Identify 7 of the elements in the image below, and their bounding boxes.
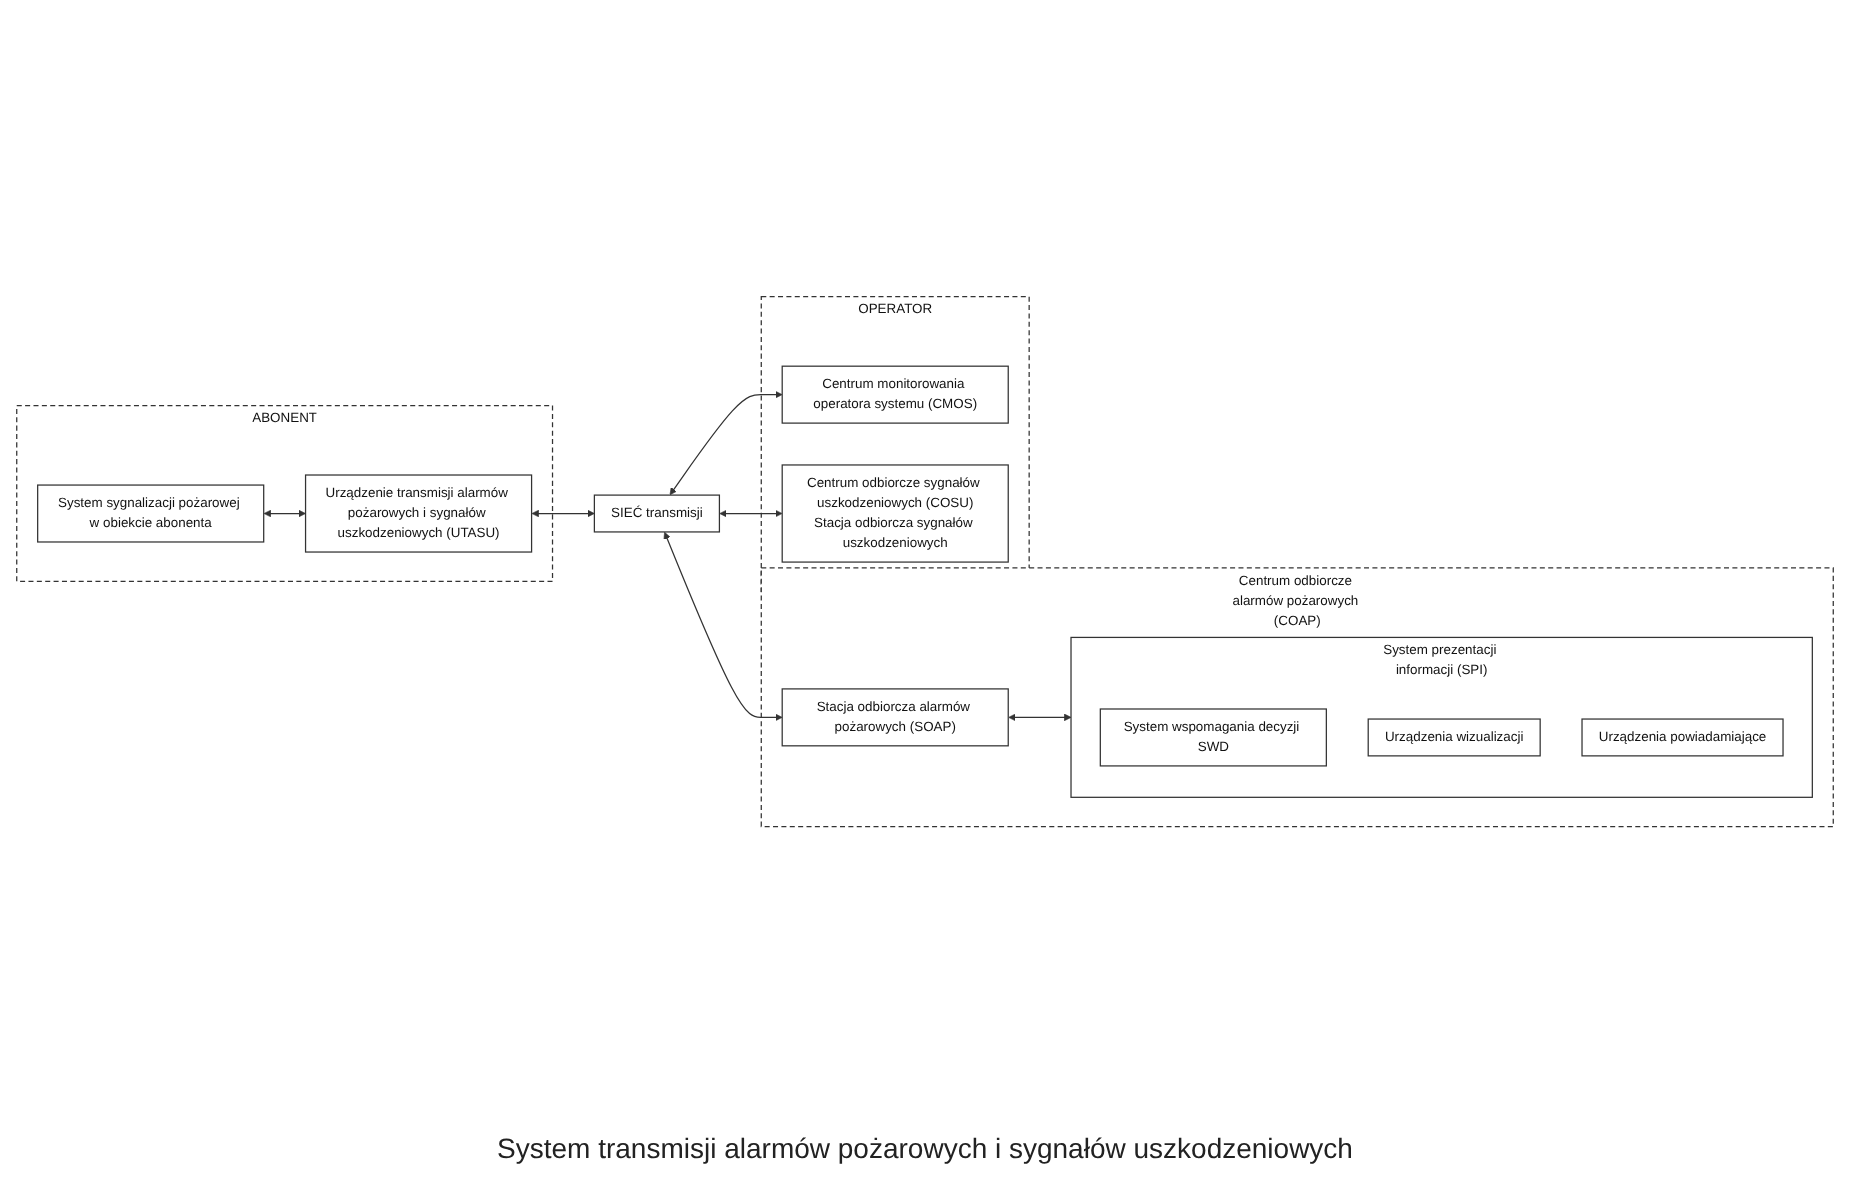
arrow <box>669 391 783 496</box>
arrow <box>531 510 595 518</box>
arrow <box>663 532 783 722</box>
caption-text: System transmisji alarmów pożarowych i sygnałów uszkodzeniowych <box>497 1132 1353 1164</box>
arrow <box>719 510 783 518</box>
arrow <box>263 510 306 518</box>
arrow <box>1008 714 1072 722</box>
